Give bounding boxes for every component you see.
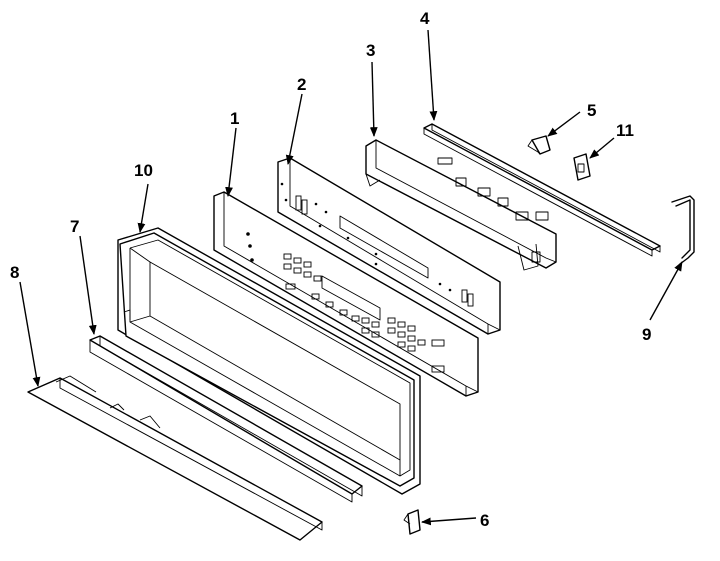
callout-labels: 1 2 3 4 5 6 7 8 9 10 11 (10, 9, 651, 530)
part-8-bottom-trim (27, 375, 323, 541)
callout-2: 2 (297, 75, 306, 94)
part-10-front-frame (117, 227, 421, 495)
part-7-lower-trim (89, 335, 363, 503)
callout-7: 7 (70, 217, 79, 236)
part-4-top-rail (423, 123, 661, 257)
part-9-mounting-bracket (671, 195, 695, 265)
callout-9: 9 (642, 325, 651, 344)
callout-5: 5 (587, 101, 596, 120)
callout-arrows (19, 29, 683, 526)
callout-10: 10 (134, 161, 153, 180)
part-6-clip (403, 509, 421, 535)
callout-4: 4 (420, 9, 430, 28)
callout-3: 3 (366, 41, 375, 60)
part-3-control-board (365, 139, 557, 271)
callout-8: 8 (10, 263, 19, 282)
callout-1: 1 (230, 109, 239, 128)
part-5-clip (527, 135, 551, 155)
callout-11: 11 (616, 121, 634, 140)
part-1-control-panel (213, 191, 479, 397)
part-11-bracket (573, 153, 591, 181)
callout-6: 6 (480, 511, 489, 530)
